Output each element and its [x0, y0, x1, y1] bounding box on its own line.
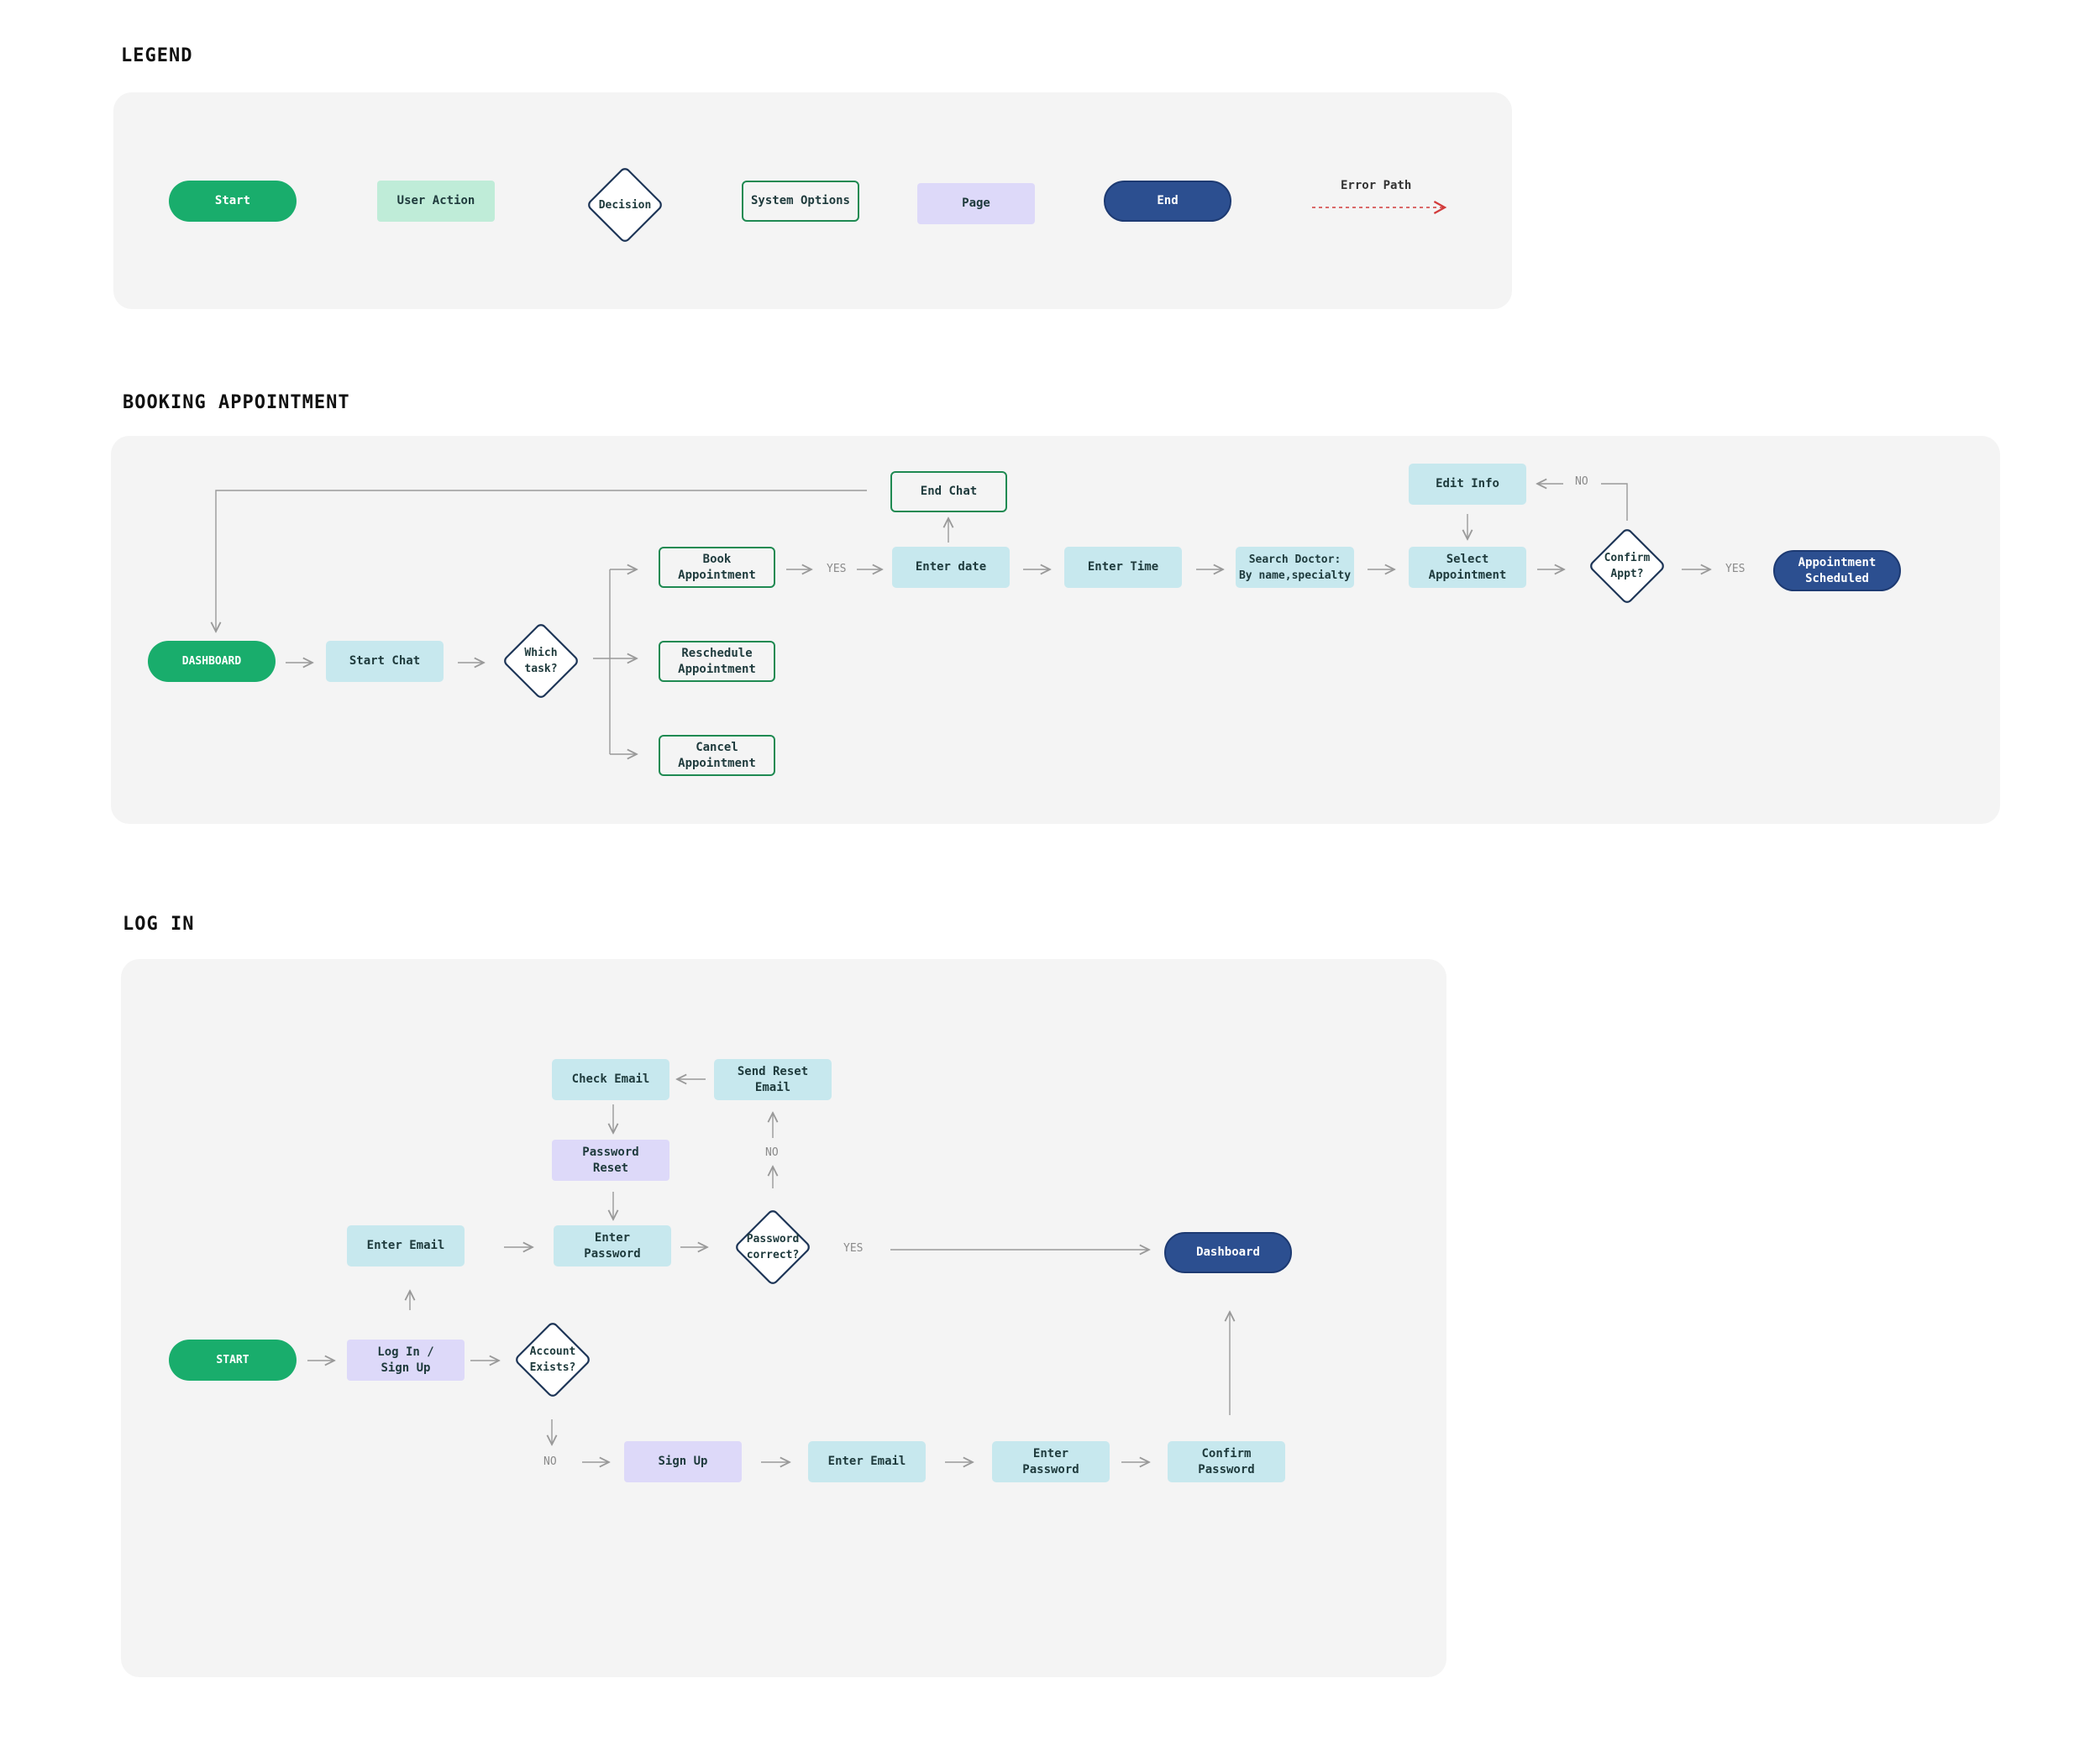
login-no-label-account: NO: [543, 1455, 557, 1468]
login-password-correct-decision: Password correct?: [727, 1202, 818, 1293]
login-send-reset-email-node: Send Reset Email: [714, 1059, 832, 1100]
booking-no-label: NO: [1575, 475, 1588, 488]
booking-which-task-decision: Which task?: [496, 616, 586, 706]
signup-confirm-password-node: Confirm Password: [1168, 1441, 1285, 1482]
confirm-appt-label: Confirm Appt?: [1604, 552, 1651, 580]
login-title: LOG IN: [123, 914, 195, 935]
login-enter-password-node: Enter Password: [554, 1225, 671, 1266]
booking-book-appointment-node: Book Appointment: [659, 547, 775, 588]
booking-confirm-appt-decision: Confirm Appt?: [1582, 521, 1672, 611]
legend-page-shape: Page: [917, 183, 1035, 224]
booking-start-chat-node: Start Chat: [326, 641, 444, 682]
legend-system-options-shape: System Options: [742, 181, 859, 222]
signup-enter-password-node: Enter Password: [992, 1441, 1110, 1482]
login-start-node: START: [169, 1340, 297, 1381]
login-enter-email-node: Enter Email: [347, 1225, 465, 1266]
legend-title: LEGEND: [121, 45, 193, 66]
which-task-label: Which task?: [524, 647, 558, 675]
booking-search-doctor-node: Search Doctor: By name,specialty: [1236, 547, 1354, 588]
password-correct-label: Password correct?: [746, 1233, 800, 1261]
login-dashboard-node: Dashboard: [1164, 1232, 1292, 1273]
booking-dashboard-node: DASHBOARD: [148, 641, 276, 682]
login-password-reset-page-node: Password Reset: [552, 1140, 669, 1181]
booking-yes-label-2: YES: [1725, 563, 1746, 575]
legend-error-path-label: Error Path: [1341, 179, 1412, 192]
booking-appointment-scheduled-node: Appointment Scheduled: [1773, 550, 1901, 591]
booking-enter-time-node: Enter Time: [1064, 547, 1182, 588]
booking-cancel-appointment-node: Cancel Appointment: [659, 735, 775, 776]
legend-user-action-shape: User Action: [377, 181, 495, 222]
login-account-exists-decision: Account Exists?: [507, 1314, 598, 1405]
account-exists-label: Account Exists?: [529, 1345, 576, 1374]
login-check-email-node: Check Email: [552, 1059, 669, 1100]
login-yes-label: YES: [843, 1242, 864, 1255]
booking-edit-info-node: Edit Info: [1409, 464, 1526, 505]
legend-panel: [113, 92, 1512, 309]
booking-panel: [111, 436, 2000, 824]
login-no-label-password: NO: [765, 1146, 779, 1159]
legend-start-shape: Start: [169, 181, 297, 222]
booking-yes-label-1: YES: [827, 563, 847, 575]
legend-decision-label: Decision: [598, 198, 652, 212]
booking-title: BOOKING APPOINTMENT: [123, 392, 350, 413]
booking-end-chat-node: End Chat: [890, 471, 1007, 512]
login-sign-up-page-node: Sign Up: [624, 1441, 742, 1482]
booking-reschedule-appointment-node: Reschedule Appointment: [659, 641, 775, 682]
legend-decision-shape: Decision: [580, 160, 670, 250]
login-signup-page-node: Log In / Sign Up: [347, 1340, 465, 1381]
booking-enter-date-node: Enter date: [892, 547, 1010, 588]
booking-select-appointment-node: Select Appointment: [1409, 547, 1526, 588]
legend-end-shape: End: [1104, 181, 1231, 222]
signup-enter-email-node: Enter Email: [808, 1441, 926, 1482]
